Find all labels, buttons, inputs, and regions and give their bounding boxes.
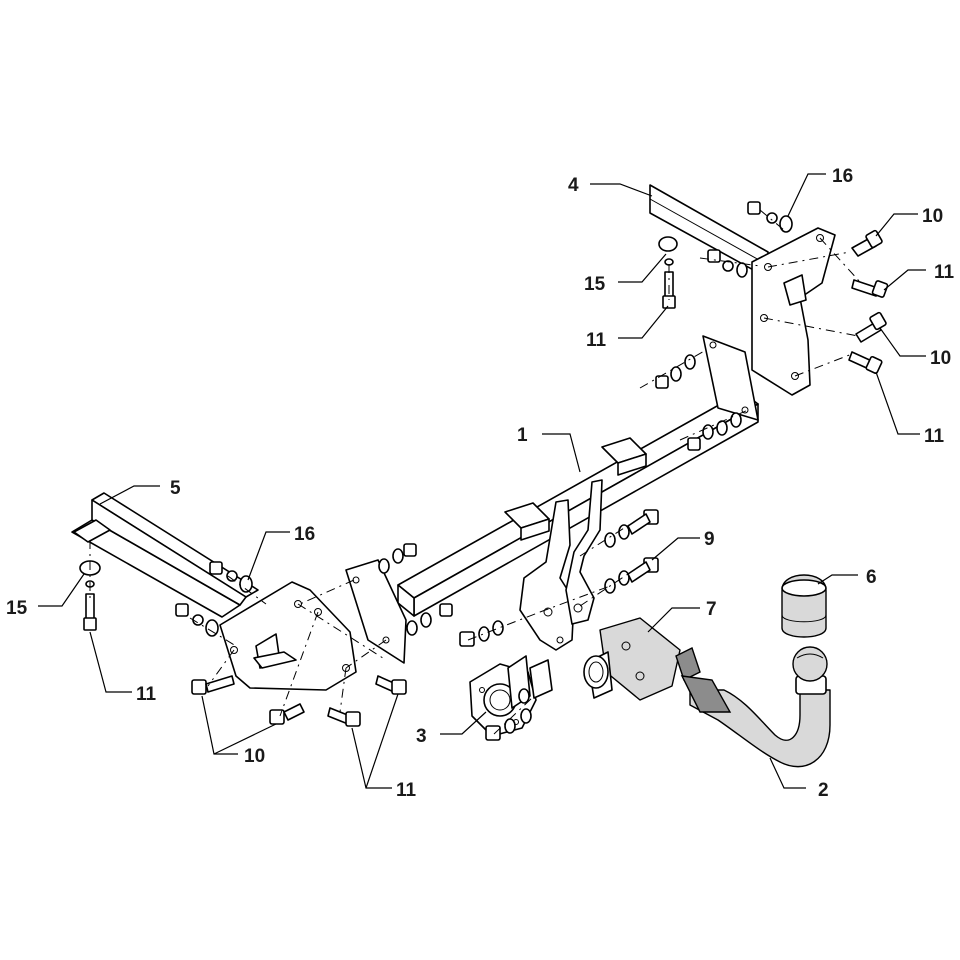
callout-11-upper-right: 11 <box>934 262 955 283</box>
assembly-axis-lines <box>89 209 861 735</box>
bolt-11-left-b <box>375 675 407 695</box>
bolt-10-left-b <box>269 703 305 725</box>
callout-2: 2 <box>818 780 829 801</box>
side-bracket-left <box>219 581 357 691</box>
side-member-left <box>71 492 259 618</box>
callout-7: 7 <box>706 599 717 620</box>
callout-16-left: 16 <box>294 524 315 545</box>
tow-ball-neck <box>680 646 831 768</box>
bolt-11-upper-right <box>851 279 889 298</box>
callout-3: 3 <box>416 726 427 747</box>
electrical-module <box>583 617 701 701</box>
callout-5: 5 <box>170 478 181 499</box>
callout-1: 1 <box>517 425 528 446</box>
callout-11-left: 11 <box>136 684 157 705</box>
callout-labels: 1 2 3 4 5 6 7 9 10 11 10 11 15 11 16 16 … <box>6 166 955 801</box>
main-crossbar <box>397 391 759 617</box>
bolt-10-top <box>851 229 883 257</box>
callout-11-bottom: 11 <box>396 780 417 801</box>
bolt-11-left-a <box>327 707 361 727</box>
side-bracket-right <box>751 227 836 396</box>
bolt-11-lower-right <box>848 351 883 375</box>
crossbar-end-plate-right <box>702 335 759 421</box>
bolt-10-left-a <box>191 675 235 695</box>
callout-4: 4 <box>568 175 579 196</box>
callout-6: 6 <box>866 567 877 588</box>
callout-15-top: 15 <box>584 274 606 295</box>
callout-10-mid: 10 <box>930 348 951 369</box>
crossbar-end-plate-left <box>345 559 407 664</box>
callout-16-top: 16 <box>832 166 853 187</box>
callout-9: 9 <box>704 529 715 550</box>
leader-lines <box>38 173 926 789</box>
callout-10-left: 10 <box>244 746 265 767</box>
callout-10-top: 10 <box>922 206 943 227</box>
callout-11-lower-right: 11 <box>924 426 945 447</box>
ball-cover-cap <box>781 574 827 638</box>
socket-hanger-brackets <box>519 479 603 651</box>
callout-11-top-bolt: 11 <box>586 330 607 351</box>
socket-plate <box>469 655 553 737</box>
bolt-10-mid <box>855 311 887 343</box>
callout-15-left: 15 <box>6 598 28 619</box>
